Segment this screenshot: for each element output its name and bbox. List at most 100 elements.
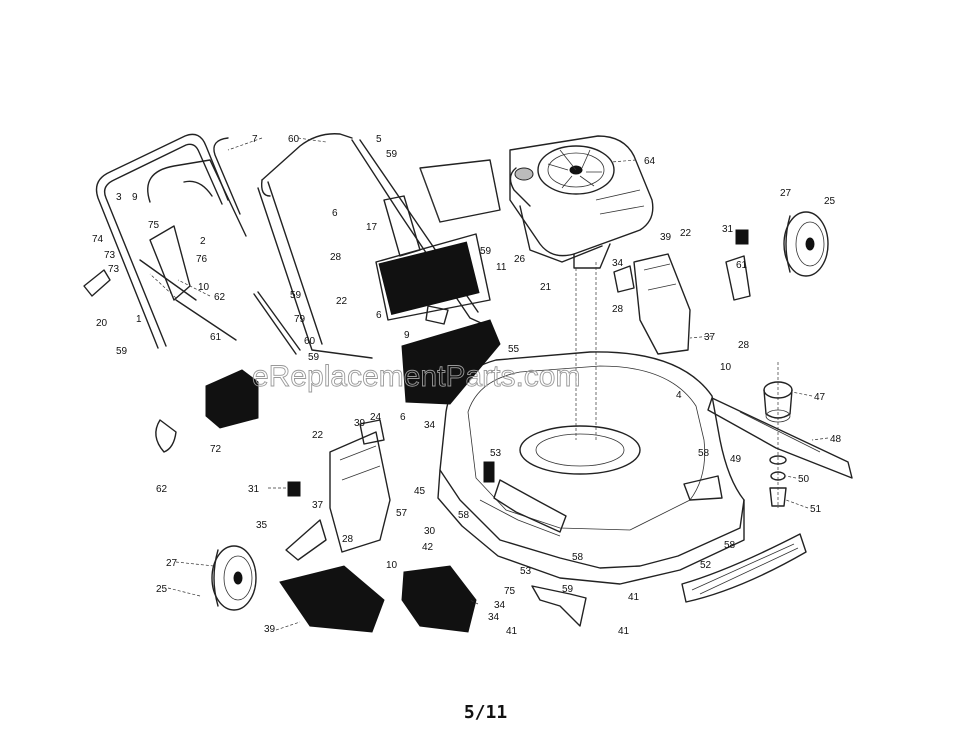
callout: 25 [156, 584, 168, 595]
callout: 72 [210, 444, 222, 455]
callout: 31 [248, 484, 260, 495]
callout: 22 [336, 296, 348, 307]
callout: 57 [396, 508, 408, 519]
callout: 37 [312, 500, 324, 511]
callout: 59 [386, 149, 398, 160]
callout: 28 [612, 304, 624, 315]
callout: 60 [288, 134, 300, 145]
callout: 28 [738, 340, 750, 351]
callout: 59 [308, 352, 320, 363]
callout: 49 [730, 454, 742, 465]
engine [509, 135, 654, 269]
front-wheel-left [211, 545, 257, 611]
callout: 50 [798, 474, 810, 485]
callout: 34 [612, 258, 624, 269]
callout: 61 [736, 260, 748, 271]
callout: 48 [830, 434, 842, 445]
rear-baffle [681, 533, 807, 603]
callout: 73 [104, 250, 116, 261]
control-bail [147, 159, 247, 237]
callout: 58 [572, 552, 584, 563]
callout: 62 [156, 484, 168, 495]
callout: 10 [720, 362, 732, 373]
callout: 73 [108, 264, 120, 275]
callout: 2 [200, 236, 206, 247]
callout: 39 [354, 418, 366, 429]
callout: 58 [458, 510, 470, 521]
callout: 62 [214, 292, 226, 303]
mulch-plug [401, 565, 477, 633]
leader-lines [149, 137, 829, 631]
callout: 74 [92, 234, 104, 245]
callout: 22 [312, 430, 324, 441]
callout: 25 [824, 196, 836, 207]
callout: 22 [680, 228, 692, 239]
watermark: eReplacementParts.com [252, 360, 580, 393]
callout: 27 [780, 188, 792, 199]
callout: 59 [480, 246, 492, 257]
callout: 59 [290, 290, 302, 301]
callout: 41 [628, 592, 640, 603]
callout-labels: 7 60 5 59 64 3 9 6 17 75 74 73 2 76 28 5… [92, 134, 842, 637]
callout: 41 [506, 626, 518, 637]
callout: 58 [698, 448, 710, 459]
callout: 37 [704, 332, 716, 343]
callout: 6 [376, 310, 382, 321]
callout: 7 [252, 134, 258, 145]
battery [205, 369, 259, 429]
callout: 34 [424, 420, 436, 431]
callout: 55 [508, 344, 520, 355]
callout: 24 [370, 412, 382, 423]
callout: 34 [488, 612, 500, 623]
callout: 39 [660, 232, 672, 243]
bag-frame [375, 159, 501, 321]
height-adjuster-left [285, 431, 391, 561]
callout: 76 [196, 254, 208, 265]
callout: 60 [304, 336, 316, 347]
crankshaft-lines [575, 262, 597, 440]
callout: 4 [676, 390, 682, 401]
height-adjuster-right [633, 229, 751, 355]
callout: 10 [386, 560, 398, 571]
callout: 9 [132, 192, 138, 203]
callout: 41 [618, 626, 630, 637]
callout: 47 [814, 392, 826, 403]
callout: 10 [198, 282, 210, 293]
discharge-chute [401, 319, 501, 405]
callout: 30 [424, 526, 436, 537]
callout: 28 [330, 252, 342, 263]
callout: 79 [294, 314, 306, 325]
callout: 3 [116, 192, 122, 203]
callout: 53 [490, 448, 502, 459]
callout: 59 [562, 584, 574, 595]
page-number: 5/11 [463, 702, 508, 723]
callout: 75 [148, 220, 160, 231]
blade-adapter [763, 362, 793, 508]
callout: 59 [116, 346, 128, 357]
callout: 58 [724, 540, 736, 551]
callout: 51 [810, 504, 822, 515]
callout: 53 [520, 566, 532, 577]
callout: 5 [376, 134, 382, 145]
callout: 45 [414, 486, 426, 497]
side-deflector [279, 565, 385, 633]
callout: 34 [494, 600, 506, 611]
callout: 64 [644, 156, 656, 167]
callout: 75 [504, 586, 516, 597]
callout: 39 [264, 624, 276, 635]
callout: 21 [540, 282, 552, 293]
callout: 17 [366, 222, 378, 233]
callout: 11 [496, 262, 507, 273]
callout: 20 [96, 318, 108, 329]
callout: 28 [342, 534, 354, 545]
callout: 6 [332, 208, 338, 219]
callout: 61 [210, 332, 222, 343]
rear-wheel-right [783, 211, 829, 277]
callout: 26 [514, 254, 526, 265]
callout: 42 [422, 542, 434, 553]
callout: 9 [404, 330, 410, 341]
blade [707, 397, 853, 479]
lower-handle [95, 133, 237, 349]
callout: 27 [166, 558, 178, 569]
